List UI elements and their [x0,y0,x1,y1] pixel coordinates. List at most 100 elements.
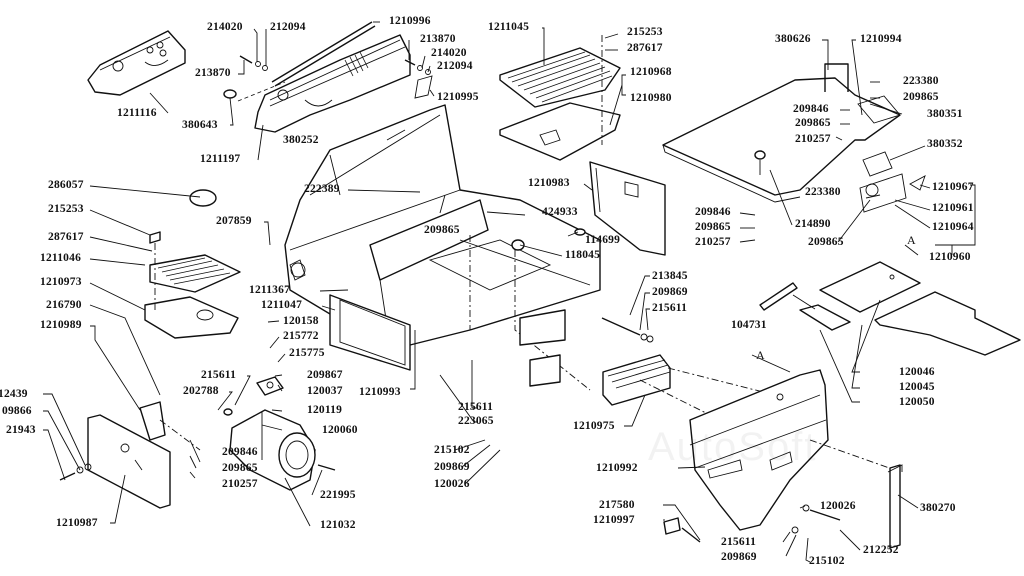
part-label: 207859 [216,215,252,227]
part-label: 209865 [695,221,731,233]
part-label: 120119 [307,404,343,416]
part-label: 1210964 [932,221,974,233]
part-label: 120037 [307,385,343,397]
part-label: 221995 [320,489,356,501]
part-label: 286057 [48,179,84,191]
rod-part [271,21,376,87]
part-label: 214890 [795,218,831,230]
part-label: 120026 [820,500,856,512]
left-cover-part [144,189,241,339]
part-label: 1211197 [200,153,241,165]
part-label: 1210993 [359,386,401,398]
part-label: 380352 [927,138,963,150]
part-label: 215611 [721,536,757,548]
part-label: 104731 [731,319,767,331]
part-label: 120050 [899,396,935,408]
part-label: 118045 [565,249,601,261]
part-label: 213845 [652,270,688,282]
part-label: 215253 [627,26,663,38]
part-label: 209846 [695,206,731,218]
part-label: 212094 [437,60,473,72]
view-marker-a: A [907,233,916,247]
part-label: 215611 [201,369,237,381]
part-label: 215102 [809,555,845,567]
part-label: 424933 [542,206,578,218]
part-label: 1211045 [488,21,530,33]
part-label: 223065 [458,415,494,427]
part-label: 210257 [795,133,831,145]
part-label: 1211116 [117,107,157,119]
part-label: 215775 [289,347,325,359]
part-label: 213870 [420,33,456,45]
part-label: 202788 [183,385,219,397]
part-label: 212252 [863,544,899,556]
part-label: 212094 [270,21,306,33]
floor-mat-part [499,47,621,108]
part-label: 380270 [920,502,956,514]
part-label: 1211046 [40,252,82,264]
part-label: 209869 [721,551,757,563]
hood-panel-part [662,63,926,213]
part-label: 1210995 [437,91,479,103]
part-label: 1210960 [929,251,971,263]
part-label: 209865 [424,224,460,236]
part-label: 1210996 [389,15,431,27]
part-label: 120158 [283,315,319,327]
part-label: 1211047 [261,299,303,311]
part-label: 209846 [222,446,258,458]
part-label: 213870 [195,67,231,79]
handle-380270-part [887,464,903,549]
part-label: 223380 [903,75,939,87]
right-console-part [254,34,411,133]
floor-plate-part [499,35,621,161]
part-label: 209865 [222,462,258,474]
part-label: 209865 [795,117,831,129]
view-marker-a: A [756,348,765,362]
part-label: 09866 [2,405,32,417]
part-label: 209865 [808,236,844,248]
part-label: 209865 [903,91,939,103]
part-label: 1210975 [573,420,615,432]
part-label: 222389 [304,183,340,195]
part-label: 120046 [899,366,935,378]
part-label: 380643 [182,119,218,131]
starter-motor-part [223,376,336,491]
part-label: 215611 [458,401,494,413]
part-label: 1210980 [630,92,672,104]
part-label: 380252 [283,134,319,146]
left-console-part [87,30,186,96]
part-label: 210257 [695,236,731,248]
part-label: 1210983 [528,177,570,189]
part-label: 214020 [431,47,467,59]
part-label: 209846 [793,103,829,115]
part-label: 120060 [322,424,358,436]
part-label: 1210968 [630,66,672,78]
part-label: 380626 [775,33,811,45]
part-label: 210257 [222,478,258,490]
main-frame-part [284,104,601,391]
part-label: 120026 [434,478,470,490]
part-label: 1210989 [40,319,82,331]
part-label: 1210997 [593,514,635,526]
license-plate-part [59,401,201,509]
counterweight-bracket-part [601,317,796,416]
part-label: 1210967 [932,181,974,193]
part-label: 209869 [434,461,470,473]
part-label: 215772 [283,330,319,342]
part-label: 1211367 [249,284,291,296]
watermark: AutoSoft [648,425,818,469]
part-label: 216790 [46,299,82,311]
part-label: 215253 [48,203,84,215]
part-label: 209867 [307,369,343,381]
part-label: 287617 [48,231,84,243]
part-label: 1210994 [860,33,902,45]
part-label: 12439 [0,388,28,400]
bolts-top-left [223,55,433,102]
part-label: 287617 [627,42,663,54]
part-label: 215611 [652,302,688,314]
part-label: 1210973 [40,276,82,288]
part-label: 120045 [899,381,935,393]
